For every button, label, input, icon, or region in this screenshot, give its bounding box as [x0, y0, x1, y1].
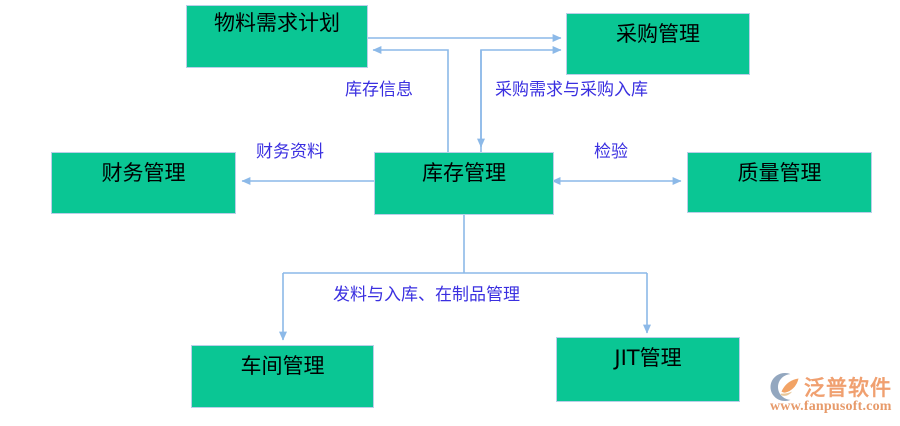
- watermark: 泛普软件 www.fanpusoft.com: [768, 370, 894, 422]
- node-finance-management[interactable]: 财务管理: [51, 152, 236, 214]
- node-purchasing-management[interactable]: 采购管理: [566, 13, 750, 75]
- watermark-url: www.fanpusoft.com: [770, 399, 892, 414]
- node-label: JIT管理: [614, 346, 682, 370]
- node-quality-management[interactable]: 质量管理: [687, 152, 872, 213]
- node-label: 物料需求计划: [214, 11, 340, 35]
- edge-label-finance-data: 财务资料: [256, 142, 324, 162]
- node-jit-management[interactable]: JIT管理: [556, 337, 740, 402]
- edge-label-stock-info: 库存信息: [345, 80, 413, 100]
- watermark-brand: 泛普软件: [804, 376, 892, 400]
- edge-label-purchase-requirement: 采购需求与采购入库: [495, 80, 648, 100]
- node-label: 库存管理: [422, 161, 506, 185]
- node-workshop-management[interactable]: 车间管理: [191, 345, 374, 408]
- edge-inventory-to-purchasing: [480, 46, 562, 152]
- node-inventory-management[interactable]: 库存管理: [374, 152, 554, 215]
- edge-inventory-to-mrp: [372, 46, 449, 152]
- edge-label-inspection: 检验: [594, 142, 628, 162]
- node-label: 采购管理: [616, 22, 700, 46]
- node-label: 质量管理: [737, 161, 822, 185]
- edge-label-issue-and-receipt: 发料与入库、在制品管理: [333, 285, 520, 305]
- fanpu-logo-icon: [770, 373, 799, 401]
- node-material-requirement-planning[interactable]: 物料需求计划: [186, 5, 368, 68]
- node-label: 车间管理: [240, 354, 325, 378]
- node-label: 财务管理: [101, 161, 186, 185]
